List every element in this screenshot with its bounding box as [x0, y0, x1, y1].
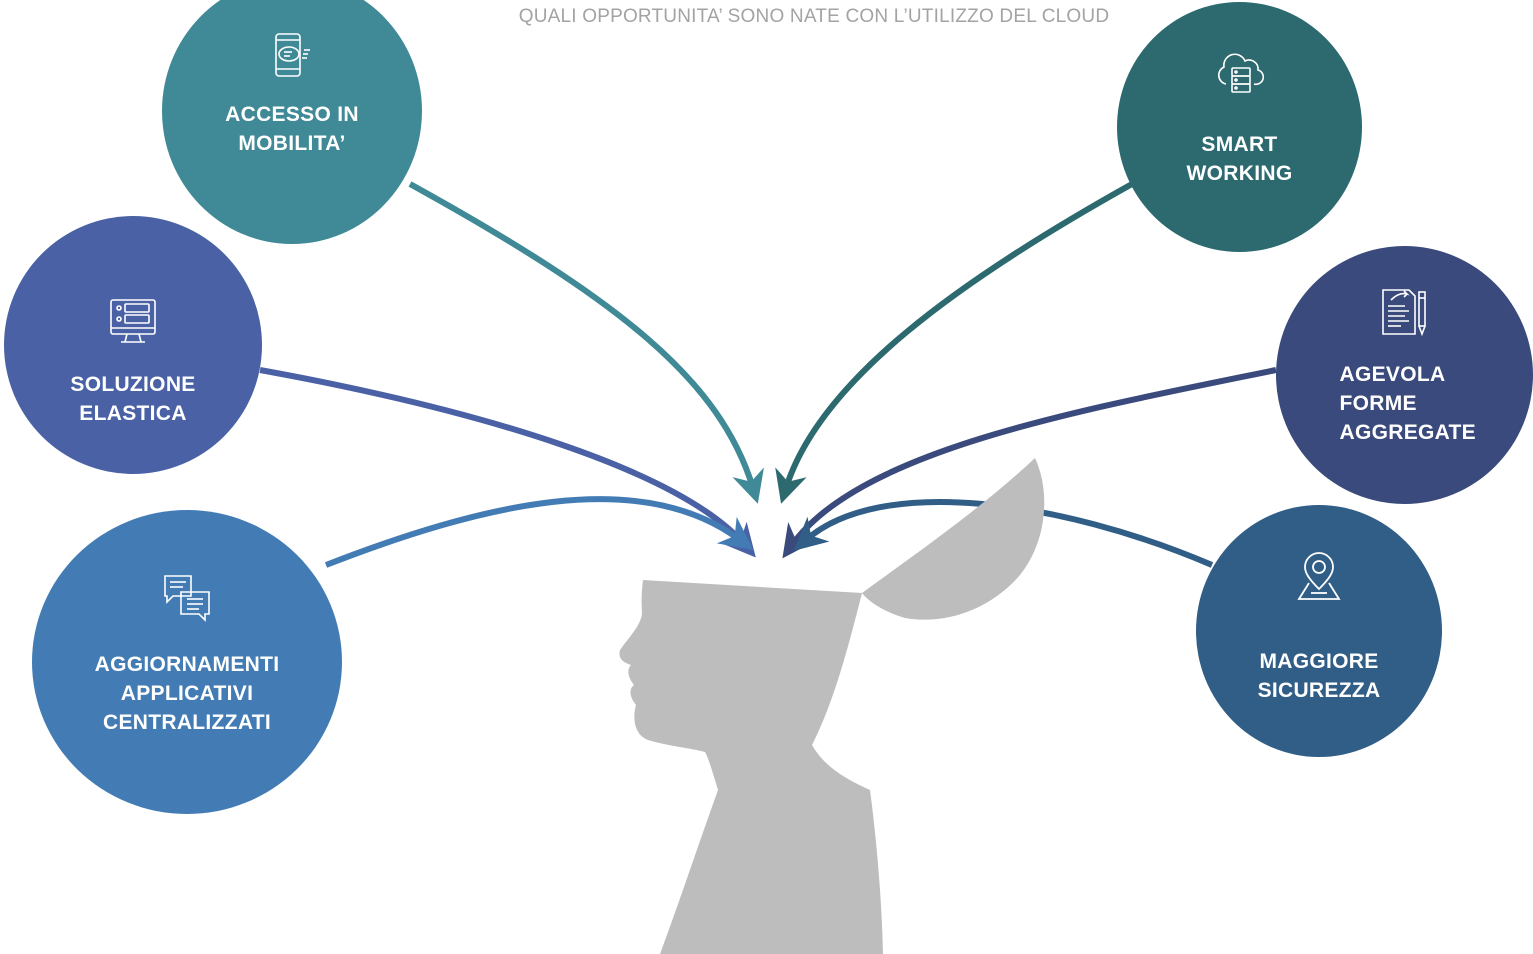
arrow-soluzione — [259, 367, 756, 558]
arrow-agevola — [782, 367, 1277, 559]
bubble-label: AGGIORNAMENTI APPLICATIVI CENTRALIZZATI — [57, 650, 317, 737]
arrow-smart — [775, 181, 1134, 504]
document-pencil-icon — [1381, 289, 1426, 337]
label-line: SMART — [1201, 133, 1278, 156]
map-pin-icon — [1297, 552, 1341, 600]
head-lid — [862, 458, 1045, 620]
smartphone-chat-icon — [275, 33, 310, 77]
bubble-label: ACCESSO IN MOBILITA’ — [192, 100, 392, 158]
bubble-aggiornamenti-applicativi: AGGIORNAMENTI APPLICATIVI CENTRALIZZATI — [32, 510, 342, 814]
label-line: MAGGIORE — [1259, 650, 1379, 673]
bubble-maggiore-sicurezza: MAGGIORE SICUREZZA — [1196, 505, 1442, 757]
head-silhouette — [619, 580, 883, 954]
label-line: AGGIORNAMENTI — [94, 653, 280, 676]
label-line: ELASTICA — [79, 402, 187, 425]
bubble-smart-working: SMART WORKING — [1117, 2, 1362, 252]
arrow-accesso — [408, 181, 764, 504]
arrow-aggiornamenti — [324, 496, 754, 568]
label-line: FORME — [1339, 392, 1417, 415]
bubble-soluzione-elastica: SOLUZIONE ELASTICA — [4, 216, 262, 474]
label-line: APPLICATIVI — [120, 682, 254, 705]
diagram-title: QUALI OPPORTUNITA’ SONO NATE CON L’UTILI… — [518, 6, 1110, 27]
label-line: SICUREZZA — [1257, 679, 1381, 702]
bubble-accesso-in-mobilita: ACCESSO IN MOBILITA’ — [162, 0, 422, 244]
bubble-label: SMART WORKING — [1140, 130, 1340, 188]
arrow-sicurezza — [793, 498, 1214, 568]
cloud-server-icon — [1217, 53, 1264, 93]
label-line: MOBILITA’ — [238, 132, 346, 155]
label-line: WORKING — [1186, 162, 1293, 185]
label-line: ACCESSO IN — [225, 103, 359, 126]
label-line: AGEVOLA — [1339, 363, 1446, 386]
label-line: AGGREGATE — [1339, 421, 1476, 444]
bubble-label: MAGGIORE SICUREZZA — [1209, 647, 1429, 705]
label-line: CENTRALIZZATI — [103, 711, 271, 734]
bubble-label: SOLUZIONE ELASTICA — [23, 370, 243, 428]
bubble-label: AGEVOLA FORME AGGREGATE — [1310, 360, 1500, 447]
bubble-agevola-forme-aggregate: AGEVOLA FORME AGGREGATE — [1276, 246, 1533, 504]
label-line: SOLUZIONE — [70, 373, 196, 396]
chat-bubbles-icon — [164, 575, 210, 622]
monitor-options-icon — [110, 299, 156, 343]
